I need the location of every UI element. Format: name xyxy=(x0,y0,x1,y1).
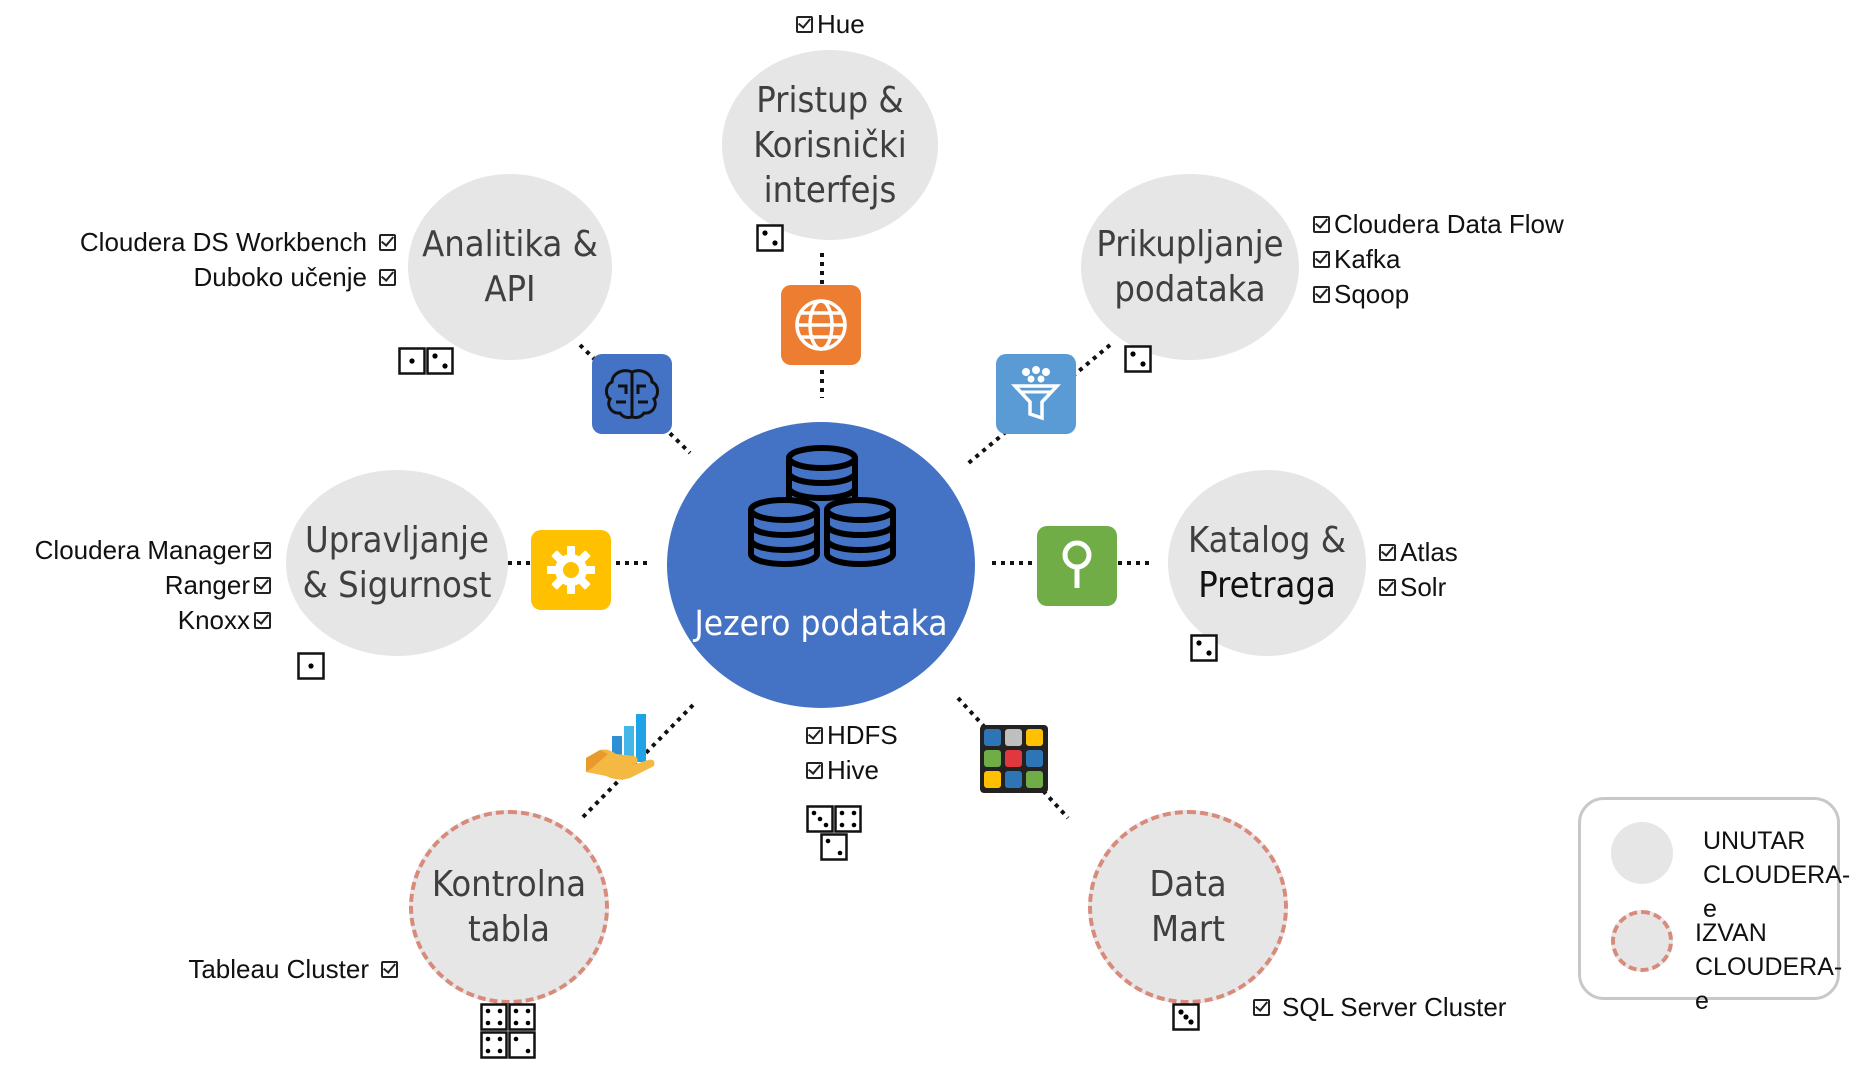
tool-cdsw: Cloudera DS Workbench xyxy=(79,227,367,257)
dice-icon xyxy=(756,224,784,252)
tool-knoxx: Knoxx xyxy=(177,605,250,635)
checkbox-icon xyxy=(806,762,823,779)
cube-grid-icon xyxy=(980,725,1048,793)
legend-inside-line2: CLOUDERA-e xyxy=(1703,861,1851,923)
node-governance: Upravljanje & Sigurnost xyxy=(286,470,508,656)
tool-cdf: Cloudera Data Flow xyxy=(1334,209,1564,239)
tool-cloudera-manager: Cloudera Manager xyxy=(34,535,250,565)
node-access-line3: interfejs xyxy=(763,169,897,211)
catalog-tile xyxy=(1037,526,1117,606)
tool-tableau: Tableau Cluster xyxy=(188,954,369,984)
node-ingest-line1: Prikupljanje xyxy=(1096,224,1284,265)
legend-outside-line2: CLOUDERA-e xyxy=(1695,953,1843,1015)
checkbox-icon xyxy=(379,269,396,286)
hub-label-line1: Jezero xyxy=(694,604,791,644)
tool-deep-learning: Duboko učenje xyxy=(193,262,367,292)
checkbox-icon xyxy=(1313,216,1330,233)
legend-outside-swatch xyxy=(1611,910,1673,972)
analytics-tools: Cloudera DS Workbench Duboko učenje xyxy=(40,225,400,295)
checkbox-icon xyxy=(1253,999,1270,1016)
tool-ranger: Ranger xyxy=(164,570,250,600)
catalog-tools: Atlas Solr xyxy=(1375,535,1458,605)
checkbox-icon xyxy=(796,16,813,33)
checkbox-icon xyxy=(1379,579,1396,596)
tool-solr: Solr xyxy=(1400,572,1447,602)
legend-outside-label: IZVAN CLOUDERA-e xyxy=(1695,916,1842,1018)
connector-analytics xyxy=(578,343,692,455)
legend: UNUTAR CLOUDERA-e IZVAN CLOUDERA-e xyxy=(1578,797,1850,1015)
checkbox-icon xyxy=(381,961,398,978)
node-datamart-line1: Data xyxy=(1149,864,1227,905)
brain-icon xyxy=(605,369,659,420)
node-ingest: Prikupljanje podataka xyxy=(1081,174,1299,360)
checkbox-icon xyxy=(254,542,271,559)
dice-icon xyxy=(1124,345,1152,373)
node-dashboard-line1: Kontrolna xyxy=(431,864,587,905)
node-analytics-line2: API xyxy=(484,269,536,310)
node-catalog: Katalog & Pretraga xyxy=(1168,470,1366,656)
node-access: Pristup & Korisnički interfejs xyxy=(722,50,938,240)
ingest-tile xyxy=(996,354,1076,434)
dice-icon xyxy=(806,805,862,861)
ingest-tools: Cloudera Data Flow Kafka Sqoop xyxy=(1309,207,1564,312)
dice-icon xyxy=(1172,1003,1200,1031)
checkbox-icon xyxy=(379,234,396,251)
globe-icon xyxy=(795,299,847,351)
tool-hue: Hue xyxy=(817,9,865,39)
legend-outside-line1: IZVAN xyxy=(1695,919,1767,947)
dice-icon xyxy=(480,1003,536,1059)
node-catalog-line1: Katalog & xyxy=(1188,520,1346,561)
node-analytics: Analitika & API xyxy=(408,174,612,360)
tool-atlas: Atlas xyxy=(1400,537,1458,567)
tool-hive: Hive xyxy=(827,755,880,785)
hub-label-line2: podataka xyxy=(800,604,948,644)
checkbox-icon xyxy=(1379,544,1396,561)
checkbox-icon xyxy=(1313,286,1330,303)
dice-icon xyxy=(398,347,454,375)
storage-tools: HDFS Hive xyxy=(802,718,898,788)
node-analytics-line1: Analitika & xyxy=(422,224,598,265)
access-tools: Hue xyxy=(792,7,865,42)
node-governance-line1: Upravljanje xyxy=(305,520,489,561)
node-datamart: Data Mart xyxy=(1088,810,1288,1004)
dice-icon xyxy=(297,652,325,680)
node-dashboard: Kontrolna tabla xyxy=(409,810,609,1004)
checkbox-icon xyxy=(254,577,271,594)
tool-hdfs: HDFS xyxy=(827,720,898,750)
governance-tile xyxy=(531,530,611,610)
node-catalog-line2: Pretraga xyxy=(1198,565,1336,606)
legend-inside-swatch xyxy=(1611,822,1673,884)
node-access-line2: Korisnički xyxy=(753,124,907,166)
tool-kafka: Kafka xyxy=(1334,244,1401,274)
node-dashboard-line2: tabla xyxy=(468,909,550,950)
node-access-line1: Pristup & xyxy=(756,79,904,121)
node-governance-line2: & Sigurnost xyxy=(302,565,492,606)
dice-icon xyxy=(1190,634,1218,662)
legend-inside-label: UNUTAR CLOUDERA-e xyxy=(1703,824,1850,926)
checkbox-icon xyxy=(1313,251,1330,268)
data-lake-hub: Jezero podataka xyxy=(667,422,975,708)
datamart-tools: SQL Server Cluster xyxy=(1249,990,1506,1025)
chart-hand-icon xyxy=(586,714,655,780)
analytics-tile xyxy=(592,354,672,434)
checkbox-icon xyxy=(254,612,271,629)
search-icon xyxy=(1062,540,1092,588)
gear-icon xyxy=(547,546,595,594)
database-icon xyxy=(748,445,896,567)
tool-sql-server: SQL Server Cluster xyxy=(1282,992,1507,1022)
funnel-icon xyxy=(1011,366,1061,421)
tool-sqoop: Sqoop xyxy=(1334,279,1410,309)
governance-tools: Cloudera Manager Ranger Knoxx xyxy=(10,533,275,638)
access-tile xyxy=(781,285,861,365)
node-ingest-line2: podataka xyxy=(1114,269,1266,310)
legend-inside-line1: UNUTAR xyxy=(1703,827,1806,855)
node-datamart-line2: Mart xyxy=(1151,909,1225,950)
checkbox-icon xyxy=(806,727,823,744)
dashboard-tools: Tableau Cluster xyxy=(150,952,402,987)
